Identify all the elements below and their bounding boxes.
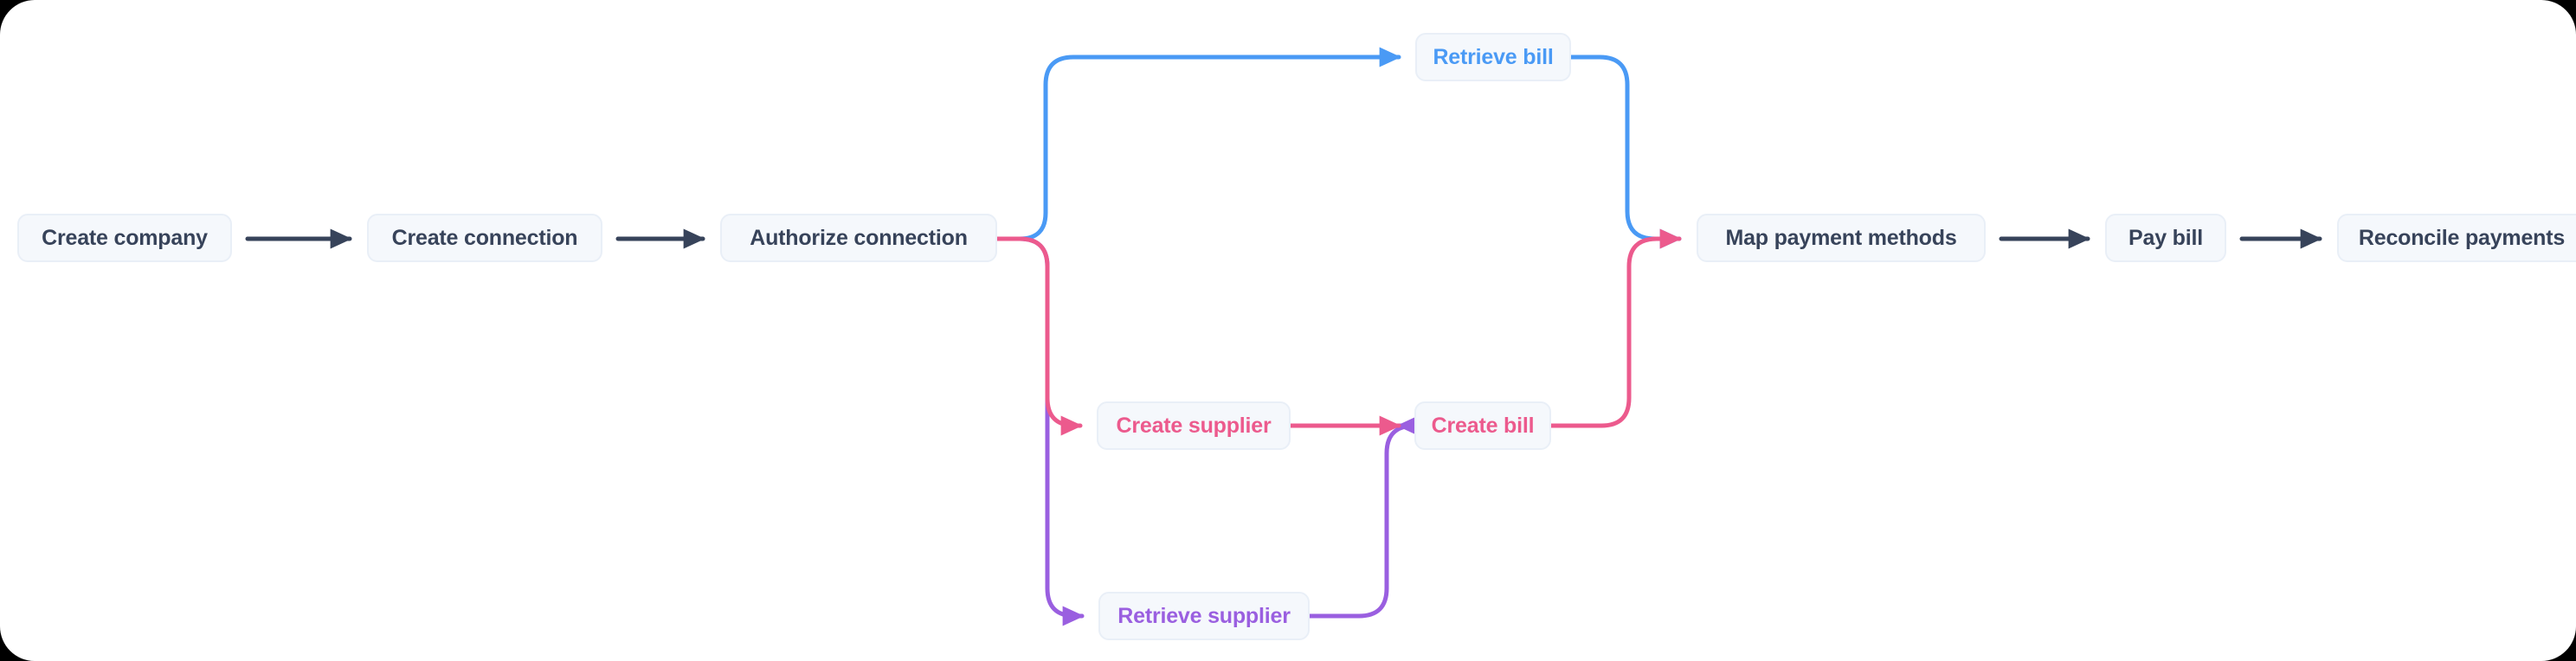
node-retrieve-supplier[interactable]: Retrieve supplier <box>1098 592 1310 640</box>
node-label: Authorize connection <box>750 225 968 250</box>
node-create-company[interactable]: Create company <box>17 214 232 262</box>
node-pay-bill[interactable]: Pay bill <box>2105 214 2226 262</box>
node-retrieve-bill[interactable]: Retrieve bill <box>1415 33 1571 81</box>
edge-create-bill-to-map-payment-methods <box>1549 228 1682 428</box>
node-label: Create connection <box>391 225 578 250</box>
node-label: Create bill <box>1431 413 1535 438</box>
node-label: Pay bill <box>2128 225 2203 250</box>
node-label: Create supplier <box>1116 413 1272 438</box>
node-reconcile-payments[interactable]: Reconcile payments <box>2337 214 2576 262</box>
node-create-supplier[interactable]: Create supplier <box>1097 401 1291 450</box>
node-label: Create company <box>42 225 208 250</box>
node-label: Map payment methods <box>1725 225 1957 250</box>
node-authorize-connection[interactable]: Authorize connection <box>720 214 997 262</box>
node-label: Retrieve supplier <box>1117 603 1291 628</box>
node-map-payment-methods[interactable]: Map payment methods <box>1697 214 1986 262</box>
edge-retrieve-bill-to-map-payment-methods <box>1568 55 1682 249</box>
node-label: Retrieve bill <box>1433 44 1554 69</box>
edge-authorize-connection-to-retrieve-bill <box>995 47 1401 241</box>
node-create-bill[interactable]: Create bill <box>1414 401 1551 450</box>
edge-retrieve-supplier-to-create-bill <box>1307 415 1419 619</box>
node-label: Reconcile payments <box>2358 225 2566 250</box>
edge-authorize-connection-to-create-supplier <box>995 236 1083 436</box>
node-create-connection[interactable]: Create connection <box>367 214 602 262</box>
